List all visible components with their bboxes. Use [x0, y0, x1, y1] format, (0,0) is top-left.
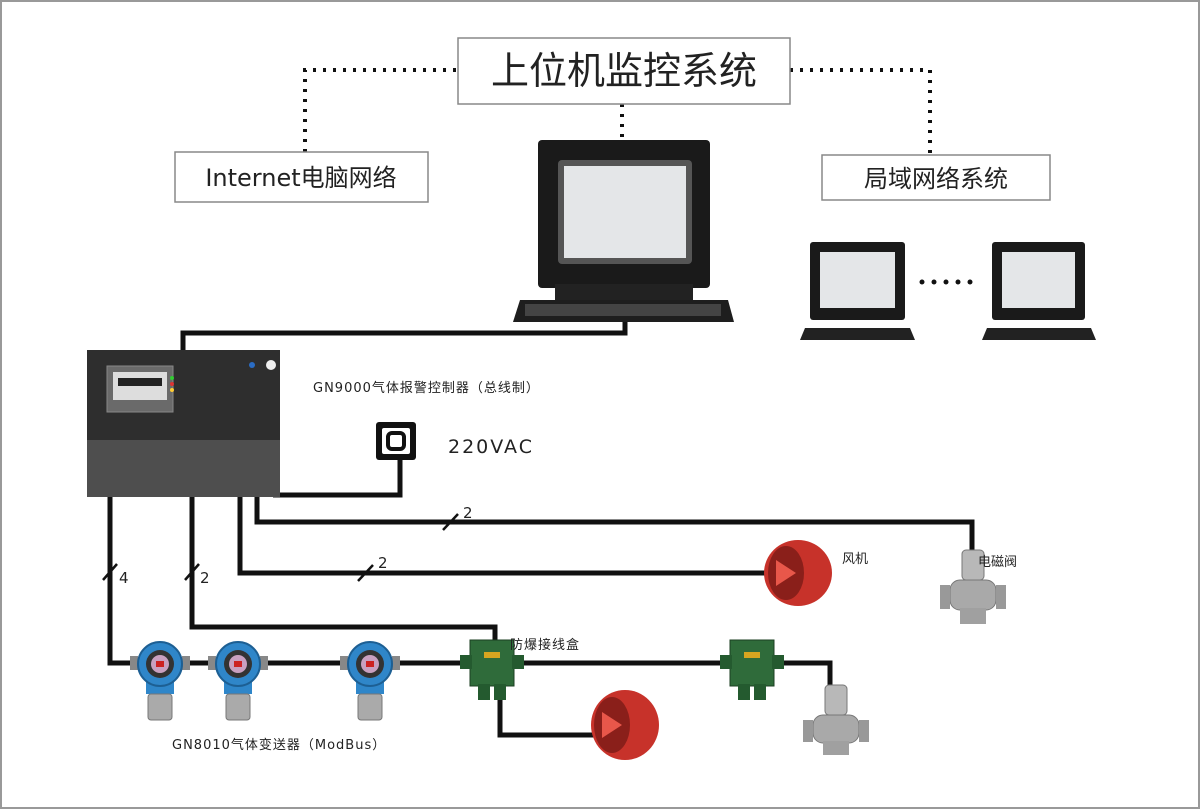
- junction-box-icon: [720, 639, 784, 700]
- gas-transmitter-icon: [130, 641, 190, 721]
- transmitter-wire-count: 4: [119, 569, 129, 587]
- fan-label: 风机: [842, 552, 868, 567]
- fan-icon: [591, 690, 659, 760]
- internet-label: Internet电脑网络: [205, 164, 396, 192]
- wire-count-ticks: [102, 513, 459, 582]
- junction-wire-count: 2: [200, 569, 210, 587]
- power-outlet-icon: [376, 422, 416, 460]
- fan-wire-count: 2: [378, 554, 388, 572]
- host-computer-icon: [513, 140, 734, 322]
- junction-box-label: 防爆接线盒: [510, 637, 580, 653]
- internet-box: [174, 151, 429, 203]
- power-label: 220VAC: [448, 436, 534, 458]
- solenoid-valve-icon: [940, 549, 1006, 624]
- lan-computer-icon: [800, 242, 915, 340]
- valve-wire-count: 2: [463, 504, 473, 522]
- title: 上位机监控系统: [491, 49, 757, 93]
- fan-icon: [764, 540, 832, 606]
- transmitter-label: GN8010气体变送器（ModBus）: [172, 737, 386, 753]
- lan-box: [821, 154, 1051, 201]
- ellipsis-dots: [283, 661, 340, 665]
- lan-label: 局域网络系统: [864, 165, 1008, 193]
- solenoid-valve-icon: [803, 684, 869, 755]
- junction-box-icon: [460, 639, 524, 700]
- title-box: [457, 37, 791, 105]
- controller-icon: [87, 350, 280, 497]
- controller-label: GN9000气体报警控制器（总线制）: [313, 380, 540, 396]
- lan-computer-icon: [982, 242, 1096, 340]
- dotted-network-links: [303, 68, 932, 155]
- gas-transmitter-icon: [208, 641, 268, 721]
- valve-label: 电磁阀: [978, 555, 1017, 570]
- ellipsis-dots: [919, 279, 973, 285]
- gas-transmitter-icon: [340, 641, 400, 721]
